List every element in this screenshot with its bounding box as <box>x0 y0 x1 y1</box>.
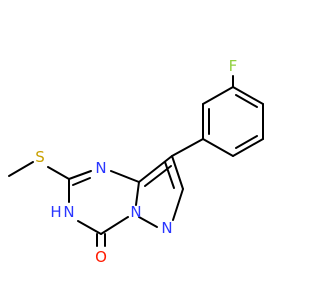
atom-nitrogen-top: N <box>95 159 106 177</box>
atom-fluorine: F <box>229 57 238 75</box>
bond-pz-2 <box>172 188 184 221</box>
bond-pz-5 <box>138 155 173 183</box>
bond-tz-4 <box>77 220 102 235</box>
bond-tz-2-double <box>72 177 91 186</box>
molecule-structure-diagram: F S N N H N N O <box>8 57 264 266</box>
atom-sulfur: S <box>35 148 45 166</box>
bond-s-ch3 <box>8 161 34 177</box>
atom-nitrogen-nh: N <box>63 203 74 221</box>
atom-hydrogen: H <box>50 203 61 221</box>
atom-oxygen: O <box>95 248 107 266</box>
atom-nitrogen-pyrazole: N <box>161 219 172 237</box>
bond-tz-1 <box>110 170 140 183</box>
bond-ring-a4 <box>202 138 234 157</box>
bond-pz-1 <box>171 155 184 190</box>
atom-nitrogen-bridge: N <box>130 203 141 221</box>
bond-ring-a1 <box>232 86 264 105</box>
fluorophenyl-ring <box>202 75 264 157</box>
bond-ring-a6 <box>202 86 234 105</box>
bond-pz-5-double <box>144 165 172 187</box>
bond-ring-double-1 <box>235 94 258 108</box>
bond-tz-5 <box>100 216 129 235</box>
bond-pz-1-double <box>164 161 175 189</box>
pyrazole-ring <box>135 155 184 228</box>
bond-ring-double-2 <box>235 135 258 149</box>
triazine-ring <box>68 170 140 247</box>
bond-c-s <box>47 166 70 180</box>
bond-pz-4 <box>135 181 140 206</box>
bond-phenyl-pyrazole <box>171 138 204 157</box>
bond-ring-a3 <box>232 138 264 157</box>
bond-pz-3 <box>138 216 158 228</box>
bond-tz-2 <box>68 170 92 180</box>
